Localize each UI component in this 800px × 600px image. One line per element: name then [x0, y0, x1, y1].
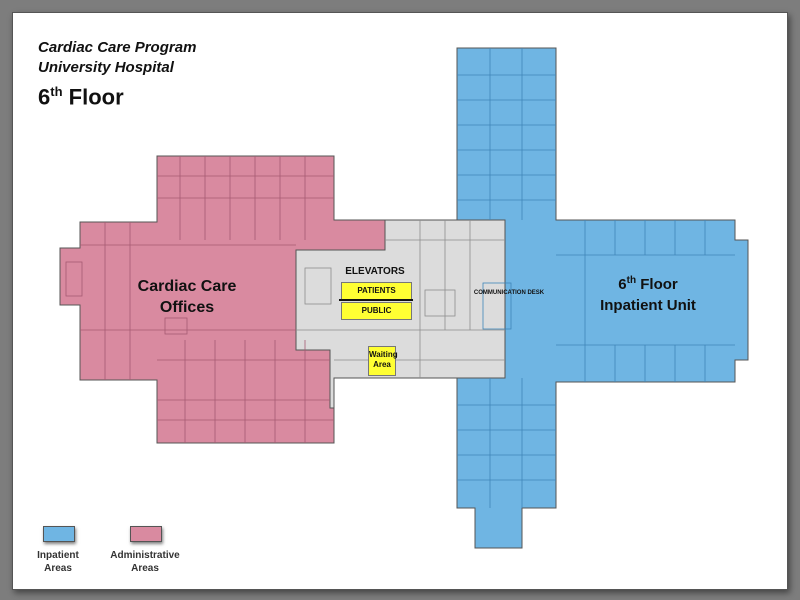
inpatient-floor-number: 6: [618, 276, 627, 293]
program-title: Cardiac Care Program: [38, 39, 197, 56]
inpatient-label-line2: Inpatient Unit: [600, 297, 696, 314]
legend-inpatient-swatch: [43, 526, 75, 542]
floor-title: 6th Floor: [38, 78, 196, 111]
hospital-title: University Hospital: [38, 59, 174, 76]
inpatient-wing: [456, 47, 749, 549]
legend-admin-swatch: [130, 526, 162, 542]
elevators-label: ELEVATORS: [345, 266, 405, 277]
inpatient-floor-word: Floor: [640, 276, 678, 293]
legend-admin-line2: Areas: [131, 563, 159, 574]
patients-elevator: PATIENTS: [341, 282, 412, 300]
cardiac-offices-label: Cardiac Care Offices: [107, 276, 267, 318]
communication-desk-label: COMMUNICATION DESK: [473, 290, 545, 296]
legend-admin-line1: Administrative: [110, 550, 180, 561]
floor-suffix: th: [50, 84, 63, 99]
cardiac-label-line1: Cardiac Care: [137, 278, 237, 295]
inpatient-room-lines: [457, 48, 735, 508]
waiting-area: Waiting Area: [368, 346, 398, 376]
cardiac-label-line2: Offices: [159, 299, 215, 316]
map-title: Cardiac Care Program University Hospital…: [38, 38, 196, 111]
core-room-lines: [296, 220, 505, 378]
inpatient-floor-suffix: th: [626, 275, 637, 286]
legend-inpatient-label: Inpatient Areas: [28, 549, 88, 575]
floor-word: Floor: [68, 84, 124, 110]
floor-number: 6: [38, 84, 51, 110]
legend-inpatient-line2: Areas: [44, 563, 72, 574]
legend-inpatient-line1: Inpatient: [37, 550, 79, 561]
legend-admin-label: Administrative Areas: [103, 549, 187, 575]
elevator-divider: [339, 299, 413, 301]
inpatient-label-line1: 6th Floor: [568, 270, 728, 295]
inpatient-unit-label: 6th Floor Inpatient Unit: [568, 270, 728, 316]
admin-room-lines: [65, 156, 334, 443]
public-elevator: PUBLIC: [341, 302, 412, 320]
